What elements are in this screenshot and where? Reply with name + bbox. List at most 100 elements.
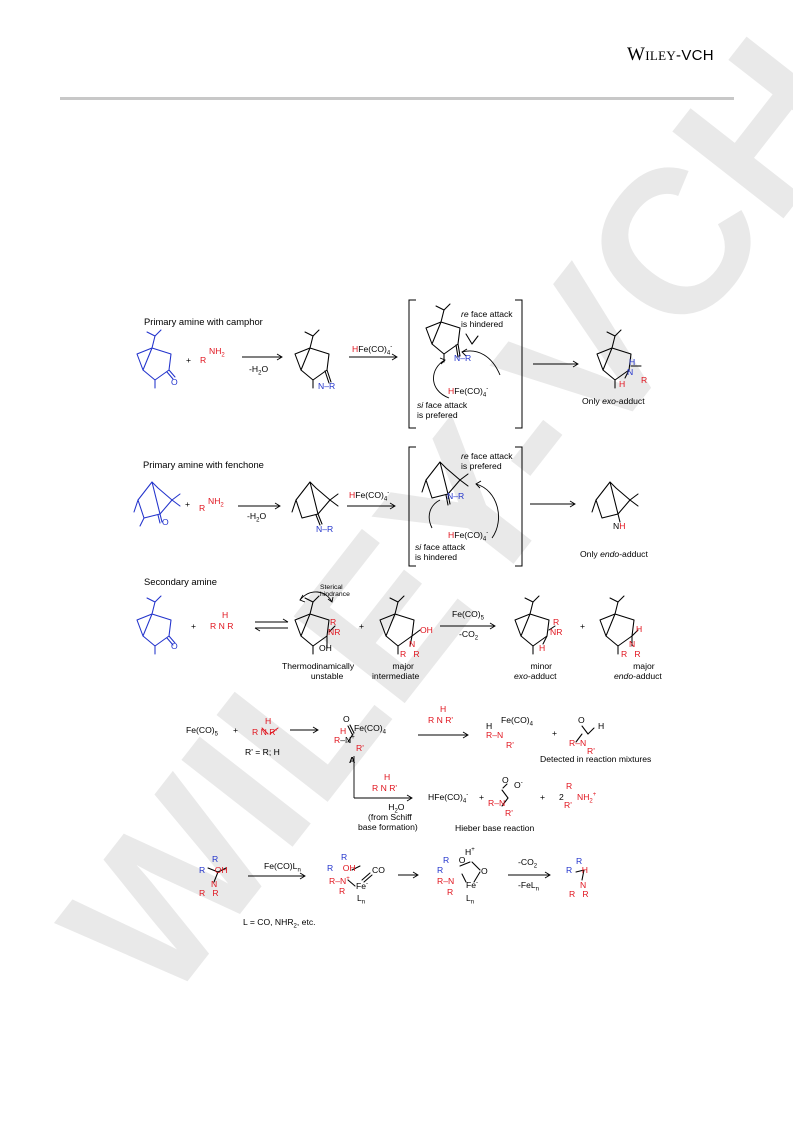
imine-n-r-1: N–R — [318, 381, 336, 391]
endo3-r1: R — [621, 649, 628, 659]
nh2-label-1: NH — [209, 346, 222, 356]
is-hindered-1: is hindered — [461, 318, 504, 329]
plus-4a: + — [233, 725, 239, 735]
carbamoyl-fe: Fe(CO)4 — [354, 723, 387, 736]
metallacycle-bonds — [459, 861, 481, 883]
hfe-ts-1-h: H — [448, 386, 455, 396]
arrow-1b — [349, 353, 398, 361]
arrow-2b — [347, 502, 396, 510]
re-word-1: re — [461, 309, 469, 319]
base-formation: base formation) — [358, 821, 418, 832]
minus-h2o-1-b: O — [261, 364, 269, 374]
aa-r2: R — [199, 865, 206, 875]
arrow-5a — [248, 872, 306, 880]
compound-a: A — [349, 755, 356, 765]
plus-4b: + — [552, 728, 558, 738]
plus-3a: + — [191, 621, 197, 631]
ammonium-rp: R' — [564, 800, 572, 810]
mc-r4: R — [447, 887, 454, 897]
minus-co2-5: -CO2 — [518, 857, 538, 870]
amide-rp: R' — [506, 740, 514, 750]
amine-4-r: R — [252, 727, 259, 737]
hfe-ts-1: HFe(CO)4- — [448, 386, 489, 399]
nh2-label-2: NH — [208, 496, 221, 506]
arrow-4c — [353, 756, 413, 802]
plus-3c: + — [580, 621, 586, 631]
aminoalcohol-bonds — [207, 867, 227, 883]
aa-r3: R — [199, 888, 206, 898]
p5-r-top: R — [576, 856, 583, 866]
h2o-o: O — [397, 802, 405, 812]
arrow-5c — [508, 871, 551, 879]
arrow-2c — [530, 500, 576, 508]
product-5-bonds — [575, 869, 585, 881]
only-endo-pre: Only — [580, 549, 601, 559]
fc-o: O — [378, 865, 385, 875]
fc-co: CO — [372, 865, 385, 876]
hfe-co4-product: HFe(CO)4- — [428, 792, 469, 805]
carbamate-bonds — [501, 783, 509, 807]
mc-n-text: N — [448, 876, 455, 886]
major-oh: OH — [420, 625, 433, 635]
amine-4b-h: H — [440, 704, 447, 714]
major-r-r: R R — [400, 649, 420, 660]
mc-r-o: R O — [443, 855, 465, 866]
minor-word: minor — [530, 661, 553, 671]
minor-h: H — [539, 643, 546, 653]
aa-oh: OH — [214, 865, 228, 875]
amine-4c: R N R' — [372, 783, 397, 794]
endo-word-3: endo — [614, 670, 634, 681]
fc-r2: R — [327, 863, 334, 873]
minus-feln: -FeLn — [518, 880, 540, 893]
aa-r-oh: R OH — [199, 865, 228, 876]
exo-h-bottom: H — [619, 379, 626, 389]
amide-h-text: H — [486, 721, 493, 731]
hfe-ts-1-fe: Fe(CO) — [454, 386, 483, 396]
only-exo-pre: Only — [582, 396, 603, 406]
mc-n: R–N — [437, 876, 455, 886]
major-r1: R — [400, 649, 407, 659]
mc-r2: R — [437, 865, 444, 875]
hemiaminal-major-structure — [379, 595, 421, 655]
fc-n: R–N+ — [329, 876, 350, 886]
logo-sub: -VCH — [676, 47, 714, 64]
major-word-2: major — [633, 661, 655, 671]
fe-coln-reagent: Fe(CO)Ln — [264, 861, 301, 874]
si-face-2: face attack — [423, 542, 466, 552]
camphor-ketone-o: O — [171, 377, 178, 387]
header-logo: Wiley-VCH — [627, 44, 714, 66]
hieber-label: Hieber base reaction — [455, 823, 535, 833]
amine-4c-h: H — [384, 772, 391, 782]
si-word-2: si — [415, 542, 422, 552]
minus-h2o-1-a: -H — [249, 364, 259, 374]
formamide-n-text: N — [580, 738, 587, 748]
only-exo-word: exo — [602, 396, 616, 406]
arrow-1c — [533, 360, 579, 368]
arrow-4b — [418, 731, 469, 739]
camphor-structure — [136, 329, 176, 389]
carbamate-n: R–N — [488, 798, 506, 808]
exo-tail-3: -adduct — [527, 670, 557, 681]
bracket-1 — [408, 299, 523, 429]
thermo-1: Thermodinamically — [282, 661, 355, 671]
minus-co2-3: -CO2 — [459, 629, 479, 642]
hfe-2-h: H — [349, 490, 356, 500]
mc-fe-text: Fe — [466, 880, 477, 890]
hemiaminal-unstable-structure — [294, 595, 336, 655]
amine-r-1: R — [200, 355, 206, 366]
fc-n-text: N — [340, 876, 347, 886]
carbamoyl-o: O — [343, 714, 350, 724]
amine-nh2-1: NH2 — [209, 346, 225, 359]
hfe-ts-2: HFe(CO)4- — [448, 530, 489, 543]
aa-r4: R — [212, 888, 219, 898]
hfe-ts-2-fe: Fe(CO) — [454, 530, 483, 540]
only-exo-post: -adduct — [615, 396, 645, 406]
carbamate-r: R — [488, 798, 495, 808]
camphor-structure-2 — [136, 595, 176, 655]
hfe-reagent-1: HFe(CO)4- — [352, 344, 393, 357]
arrow-4a — [290, 726, 319, 734]
